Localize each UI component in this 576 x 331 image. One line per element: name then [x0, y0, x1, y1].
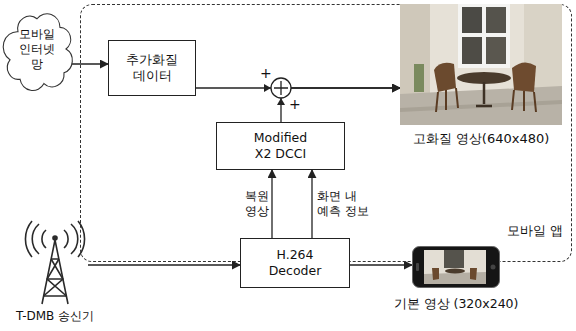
tower-art [22, 224, 88, 306]
arrow-connector [70, 63, 108, 64]
sign-label: + [289, 97, 301, 111]
cloud-shape: 모바일 인터넷 망 [4, 8, 70, 90]
dashed-region: 모바일 앱추가화질 데이터고화질 영상(640x480)Modified X2 … [80, 4, 572, 262]
node-label: Modified X2 DCCI [247, 130, 315, 161]
process-box: Modified X2 DCCI [216, 122, 345, 170]
node-label: 추가화질 데이터 [120, 52, 184, 83]
arrow-connector [88, 264, 240, 265]
arrow-connector [311, 170, 312, 238]
adder-plus [274, 81, 288, 95]
process-box: H.264 Decoder [240, 238, 350, 288]
phone-image: 기본 영상 (320x240) [412, 246, 500, 288]
edge-label: 복원 영상 [234, 189, 270, 219]
photo-image: 고화질 영상(640x480) [400, 4, 562, 125]
image-caption: 고화질 영상(640x480) [413, 131, 550, 147]
arrow-head [264, 84, 271, 92]
node-label: 모바일 인터넷 망 [15, 27, 59, 72]
arrow-connector [281, 88, 400, 122]
adder-circle [271, 78, 291, 98]
arrow-head [277, 98, 285, 105]
node-label: H.264 Decoder [266, 247, 324, 278]
edge-label: 화면 내 예측 정보 [316, 189, 376, 219]
arrow-connector [350, 264, 412, 265]
arrow-connector [271, 170, 272, 238]
image-caption: 기본 영상 (320x240) [394, 296, 519, 312]
photo-art [400, 4, 562, 125]
region-label: 모바일 앱 [507, 223, 563, 239]
phone-art [412, 246, 500, 288]
sign-label: + [260, 66, 272, 80]
antenna-tower: T-DMB 송신기 [22, 224, 88, 306]
image-caption: T-DMB 송신기 [16, 309, 94, 324]
process-box: 추가화질 데이터 [108, 40, 196, 96]
